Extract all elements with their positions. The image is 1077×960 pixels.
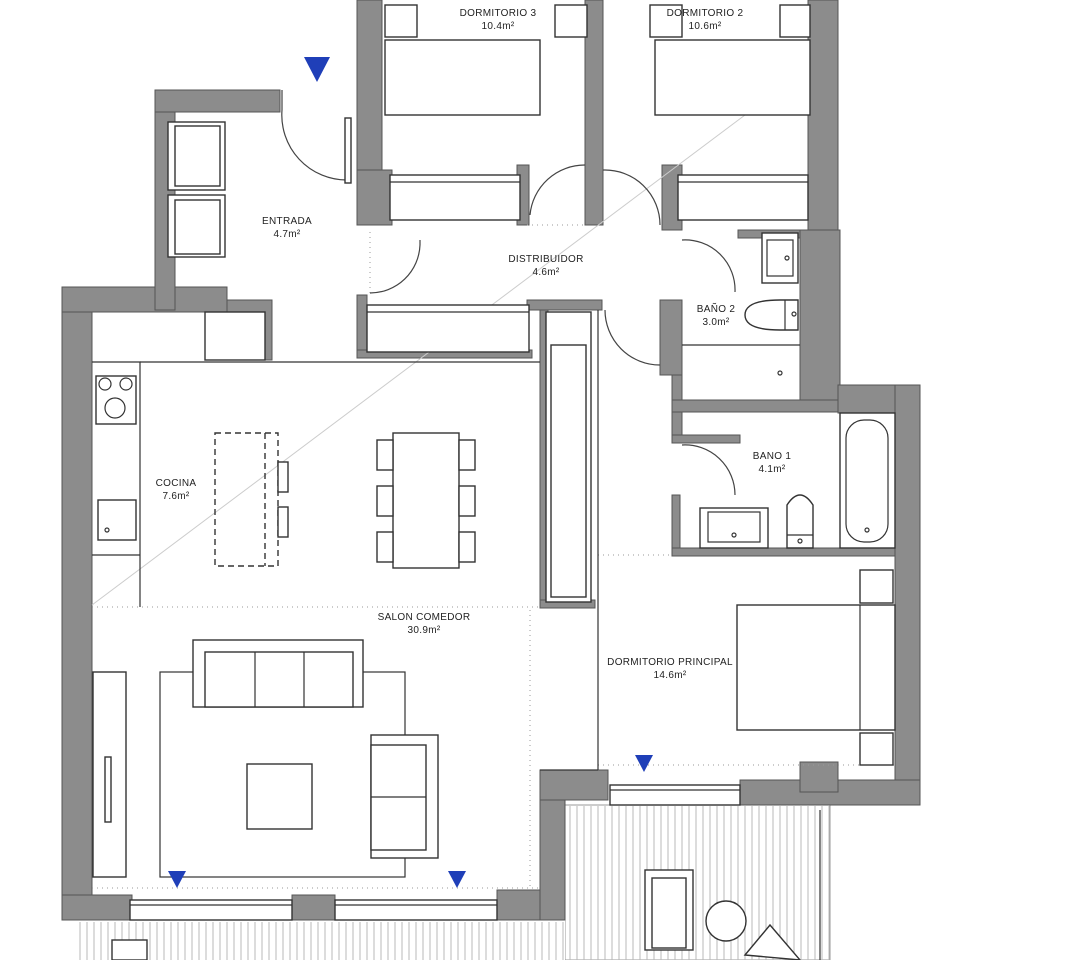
bathroom-1-fixtures — [699, 412, 896, 549]
view-marker-icon — [635, 755, 653, 772]
room-area: 7.6m² — [162, 491, 189, 502]
view-markers — [168, 57, 653, 888]
room-name: BAÑO 2 — [697, 302, 736, 315]
room-area: 10.6m² — [689, 21, 722, 32]
room-area: 10.4m² — [482, 21, 515, 32]
entry-marker-icon — [304, 57, 330, 82]
view-marker-icon — [168, 871, 186, 888]
room-area: 30.9m² — [408, 625, 441, 636]
room-name: DORMITORIO PRINCIPAL — [607, 657, 733, 668]
room-boundaries — [92, 224, 895, 889]
room-area: 3.0m² — [702, 317, 729, 328]
hall-wardrobe — [366, 304, 592, 603]
walls — [61, 0, 921, 921]
reference-diagonal — [91, 114, 746, 606]
room-name: BANO 1 — [753, 451, 792, 462]
room-name: DORMITORIO 3 — [460, 8, 537, 19]
bedroom-2-furniture — [649, 4, 811, 221]
room-area: 4.6m² — [532, 267, 559, 278]
kitchen-furniture — [92, 311, 540, 607]
dining-table — [376, 432, 476, 569]
room-name: DISTRIBUIDOR — [508, 254, 583, 265]
master-bedroom-furniture — [609, 569, 896, 806]
entrance-furniture — [167, 121, 226, 258]
room-area: 4.1m² — [758, 464, 785, 475]
living-furniture — [92, 639, 439, 878]
windows — [129, 310, 599, 921]
bathroom-2-fixtures — [682, 232, 800, 376]
view-marker-icon — [448, 871, 466, 888]
room-name: ENTRADA — [262, 216, 312, 227]
room-labels: DORMITORIO 3 10.4m² DORMITORIO 2 10.6m² … — [156, 8, 792, 681]
terrace-furniture — [111, 869, 801, 960]
room-area: 4.7m² — [273, 229, 300, 240]
room-name: DORMITORIO 2 — [667, 8, 744, 19]
room-area: 14.6m² — [654, 670, 687, 681]
bedroom-3-furniture — [384, 4, 588, 221]
room-name: SALON COMEDOR — [378, 612, 471, 623]
room-name: COCINA — [156, 478, 197, 489]
terrace — [75, 804, 831, 960]
doors — [281, 90, 736, 496]
